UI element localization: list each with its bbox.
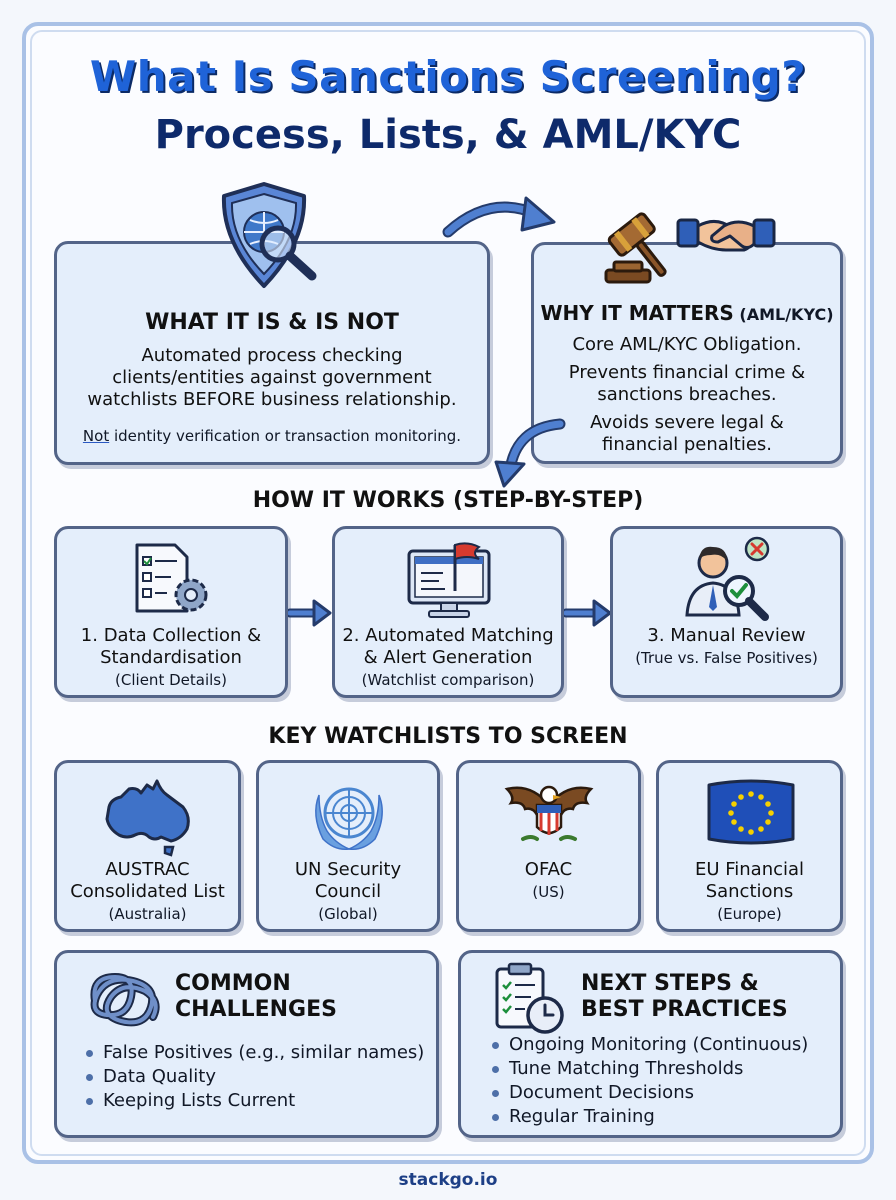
step-3-line-1: 3. Manual Review xyxy=(647,625,806,646)
why-heading-main: WHY IT MATTERS xyxy=(540,301,734,325)
step-1-line-2: Standardisation xyxy=(100,647,242,668)
step-2-line-1: 2. Automated Matching xyxy=(342,625,554,646)
list-item: Ongoing Monitoring (Continuous) xyxy=(489,1033,808,1057)
arrow-right-icon-2 xyxy=(564,599,612,627)
why-line-4: Avoids severe legal & xyxy=(590,412,784,433)
ofac-line-1: OFAC xyxy=(524,859,573,880)
challenges-heading-1: COMMON xyxy=(175,971,291,996)
document-gear-icon xyxy=(135,543,208,613)
step-1-line-1: 1. Data Collection & xyxy=(80,625,262,646)
challenges-card: COMMON CHALLENGES False Positives (e.g.,… xyxy=(54,950,439,1138)
why-line-2: Prevents financial crime & xyxy=(568,362,806,383)
shield-globe-magnifier-icon xyxy=(221,182,317,288)
why-it-matters-card: WHY IT MATTERS (AML/KYC) Core AML/KYC Ob… xyxy=(531,242,843,464)
step-card-3: 3. Manual Review (True vs. False Positiv… xyxy=(610,526,843,698)
watchlist-card-ofac: OFAC (US) xyxy=(456,760,641,932)
next-steps-heading-2: BEST PRACTICES xyxy=(581,997,788,1022)
ofac-sub: (US) xyxy=(532,883,565,901)
checklist-clock-icon xyxy=(495,962,564,1034)
what-it-is-line-1: Automated process checking xyxy=(141,345,403,366)
list-item: Document Decisions xyxy=(489,1081,808,1105)
challenges-heading-2: CHALLENGES xyxy=(175,997,337,1022)
watchlist-card-eu: EU Financial Sanctions (Europe) xyxy=(656,760,843,932)
why-it-matters-heading: WHY IT MATTERS (AML/KYC) xyxy=(534,301,840,325)
monitor-flag-icon xyxy=(407,542,491,618)
arrow-right-icon xyxy=(288,599,332,627)
un-line-1: UN Security xyxy=(294,859,402,880)
list-item: Tune Matching Thresholds xyxy=(489,1057,808,1081)
page-title: What Is Sanctions Screening? xyxy=(89,52,807,101)
next-steps-card: NEXT STEPS & BEST PRACTICES Ongoing Moni… xyxy=(458,950,843,1138)
what-it-is-heading: WHAT IT IS & IS NOT xyxy=(145,310,399,335)
what-it-is-line-3: watchlists BEFORE business relationship. xyxy=(87,389,457,410)
austrac-line-1: AUSTRAC xyxy=(105,859,190,880)
step-card-1: 1. Data Collection & Standardisation (Cl… xyxy=(54,526,288,698)
step-1-sub: (Client Details) xyxy=(115,671,227,689)
not-rest: identity verification or transaction mon… xyxy=(109,427,462,445)
why-line-1: Core AML/KYC Obligation. xyxy=(572,334,802,355)
handshake-icon xyxy=(676,218,776,252)
austrac-line-2: Consolidated List xyxy=(70,881,225,902)
eu-flag-icon xyxy=(707,779,795,845)
list-item: False Positives (e.g., similar names) xyxy=(83,1041,424,1065)
step-2-line-2: & Alert Generation xyxy=(363,647,533,668)
australia-map-icon xyxy=(105,779,190,857)
eagle-seal-icon xyxy=(504,785,594,841)
step-3-sub: (True vs. False Positives) xyxy=(635,649,818,667)
what-it-is-line-2: clients/entities against government xyxy=(112,367,432,388)
not-word: Not xyxy=(82,427,110,445)
list-item: Regular Training xyxy=(489,1105,808,1129)
why-line-3: sanctions breaches. xyxy=(597,384,777,405)
challenges-list: False Positives (e.g., similar names) Da… xyxy=(83,1041,424,1113)
next-steps-list: Ongoing Monitoring (Continuous) Tune Mat… xyxy=(489,1033,808,1129)
austrac-sub: (Australia) xyxy=(108,905,187,923)
page-subtitle: Process, Lists, & AML/KYC xyxy=(154,112,742,158)
watchlist-card-un: UN Security Council (Global) xyxy=(256,760,440,932)
list-item: Keeping Lists Current xyxy=(83,1089,424,1113)
watchlists-heading: KEY WATCHLISTS TO SCREEN xyxy=(268,724,628,749)
eu-sub: (Europe) xyxy=(717,905,782,923)
footer-brand-link[interactable]: stackgo.io xyxy=(398,1170,498,1190)
un-sub: (Global) xyxy=(318,905,378,923)
un-line-2: Council xyxy=(314,881,382,902)
gavel-icon xyxy=(604,212,667,284)
curved-arrow-down-icon xyxy=(494,418,566,488)
step-card-2: 2. Automated Matching & Alert Generation… xyxy=(332,526,564,698)
reviewer-check-icon xyxy=(685,536,770,621)
eu-line-1: EU Financial xyxy=(694,859,805,880)
what-it-is-not-line: Not identity verification or transaction… xyxy=(57,427,487,446)
eu-line-2: Sanctions xyxy=(705,881,794,902)
tangled-knot-icon xyxy=(90,972,160,1027)
step-2-sub: (Watchlist comparison) xyxy=(361,671,535,689)
how-it-works-heading: HOW IT WORKS (STEP-BY-STEP) xyxy=(252,488,644,513)
un-emblem-icon xyxy=(315,787,383,851)
watchlist-card-austrac: AUSTRAC Consolidated List (Australia) xyxy=(54,760,241,932)
list-item: Data Quality xyxy=(83,1065,424,1089)
why-heading-suffix: (AML/KYC) xyxy=(733,305,834,324)
next-steps-heading-1: NEXT STEPS & xyxy=(581,971,759,996)
curved-arrow-icon xyxy=(442,196,556,238)
why-line-5: financial penalties. xyxy=(601,434,772,455)
inner-frame xyxy=(30,30,866,1156)
